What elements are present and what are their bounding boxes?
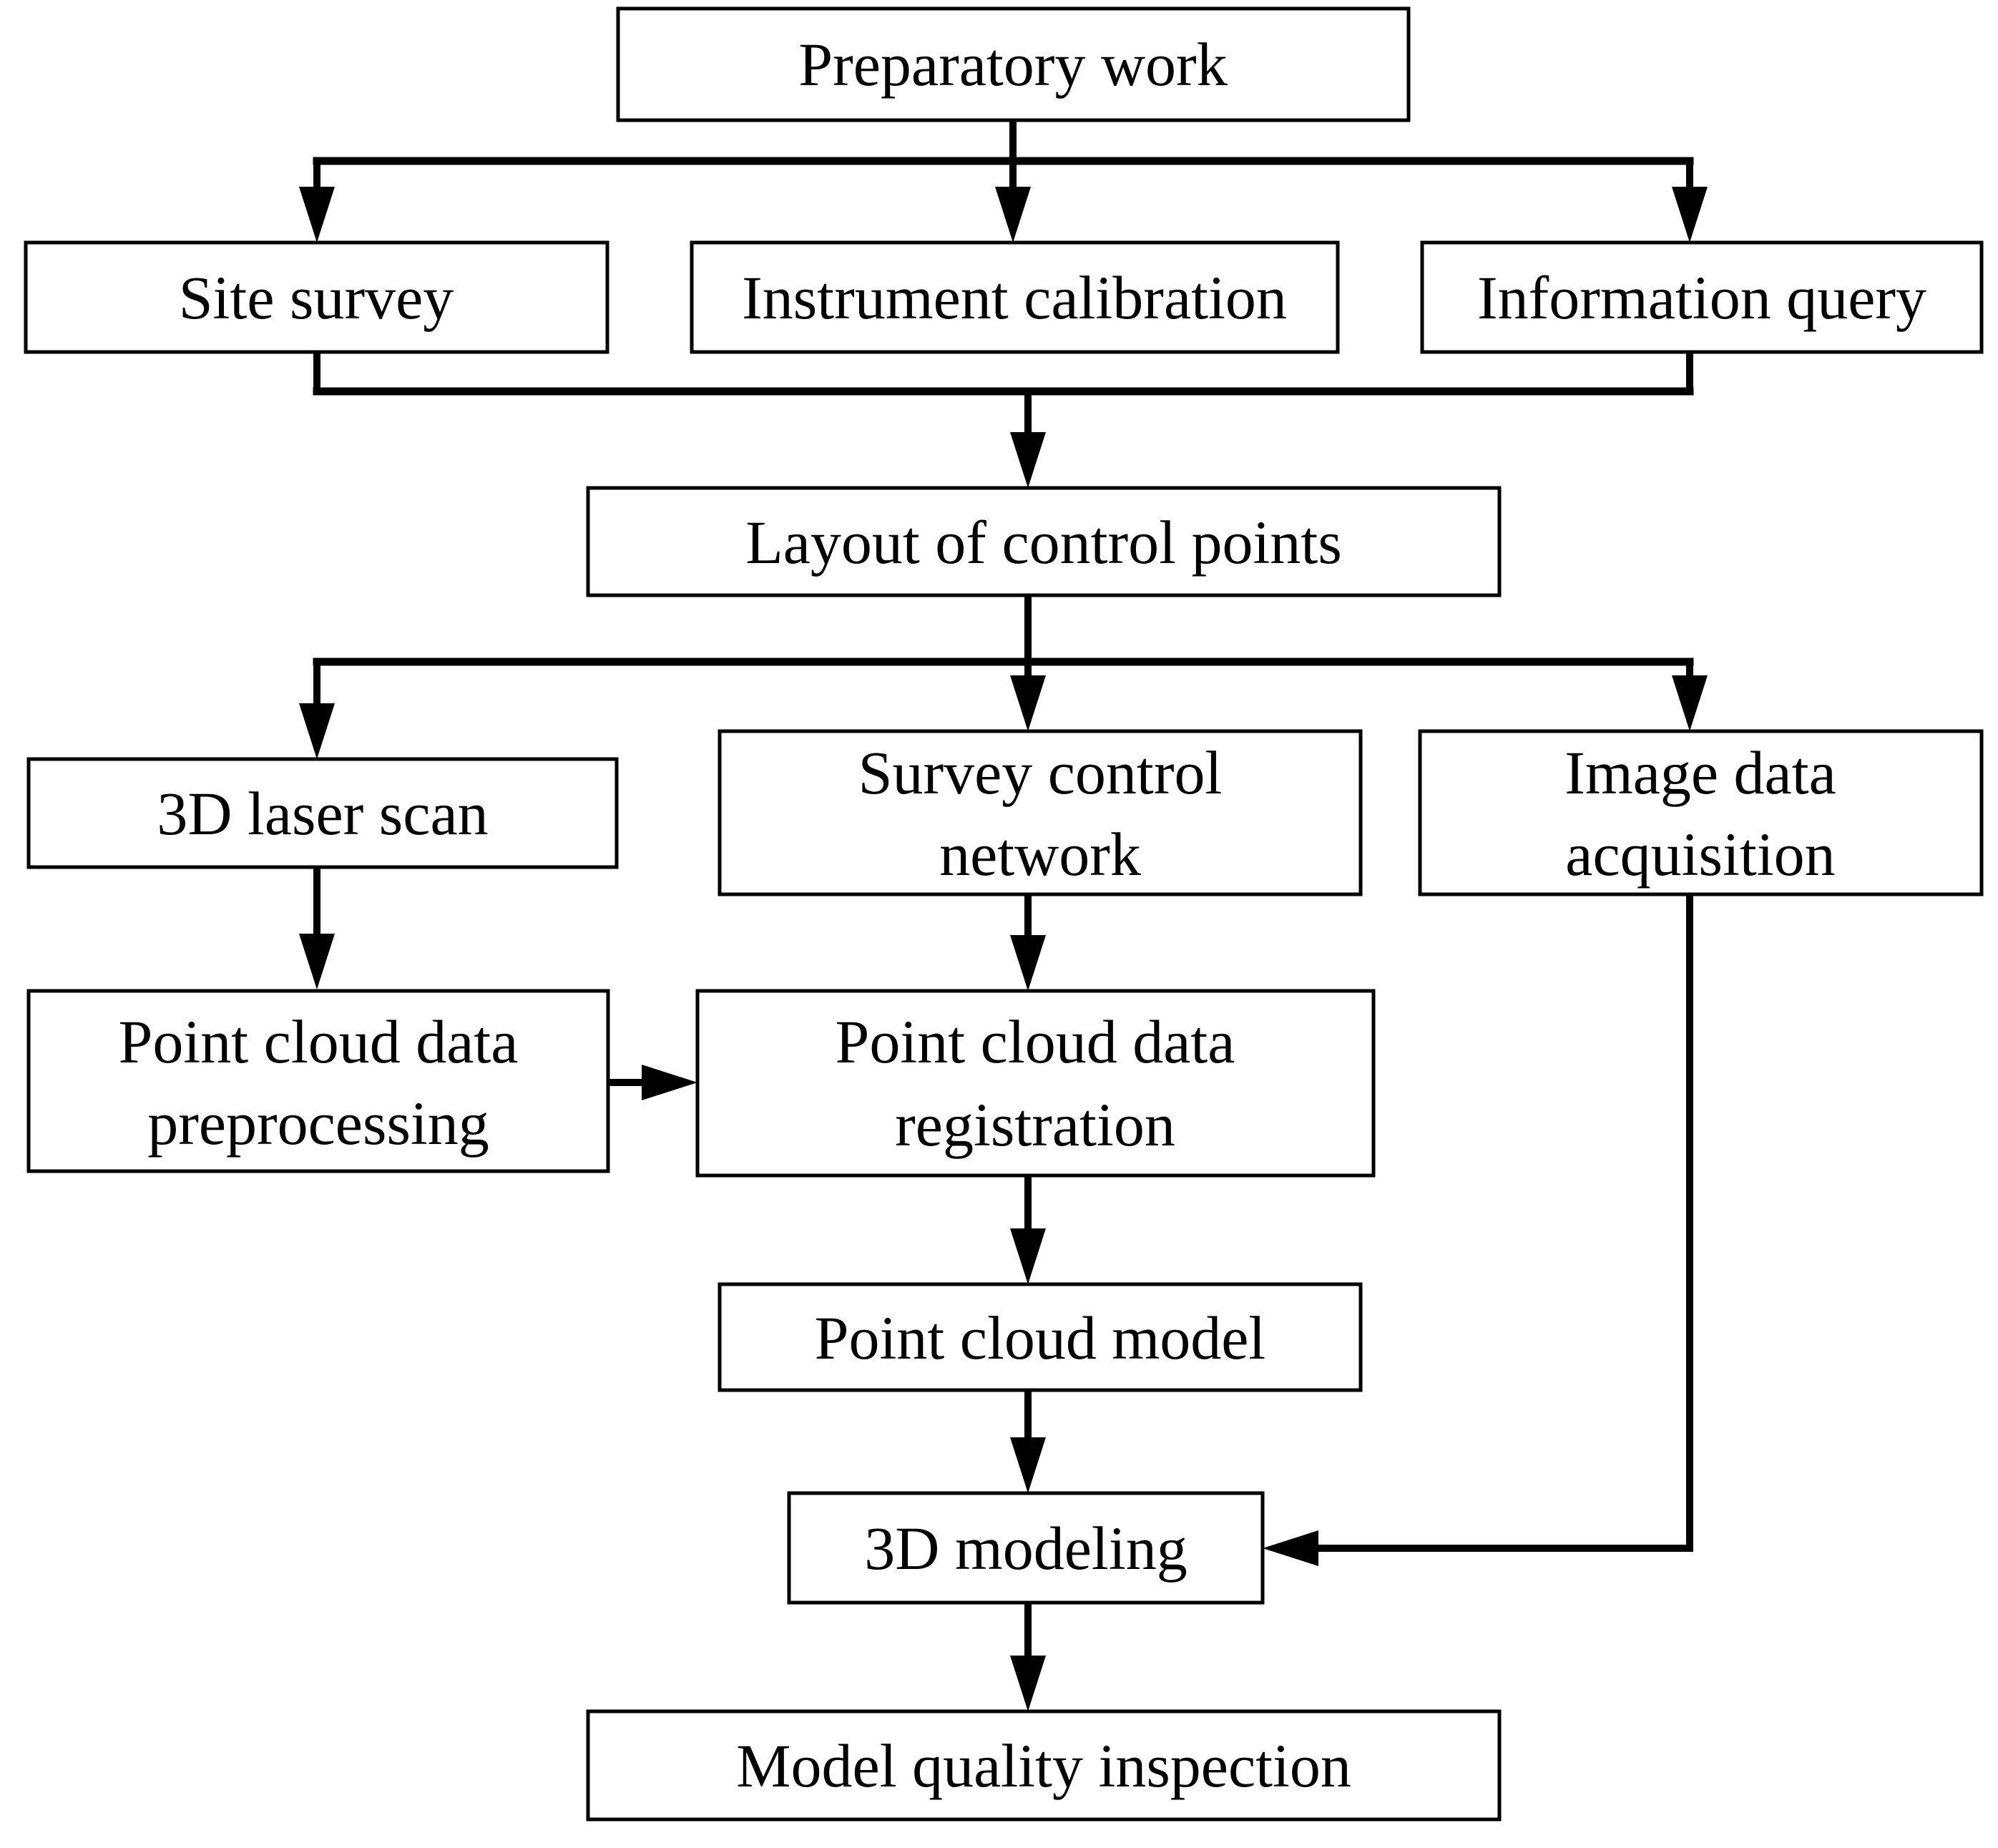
node-label-survey-control-network-line2: network <box>939 820 1141 889</box>
node-3d-laser-scan: 3D laser scan <box>26 757 619 869</box>
node-model-quality-inspection: Model quality inspection <box>586 1709 1502 1822</box>
node-box-preparatory-work <box>616 6 1411 122</box>
arrowhead-registration-left <box>642 1065 697 1100</box>
node-label-3d-modeling: 3D modeling <box>864 1514 1187 1583</box>
arrowhead-3dmodeling-top <box>1010 1437 1046 1493</box>
node-box-model-quality-inspection <box>586 1709 1502 1822</box>
edge-network-to-registration <box>1010 891 1046 991</box>
node-box-image-data-acquisition <box>1418 729 1984 896</box>
arrowhead-inspection <box>1010 1656 1046 1711</box>
node-box-3d-laser-scan <box>26 757 619 869</box>
edge-registration-to-model <box>1010 1172 1046 1284</box>
node-label-instrument-calibration: Instrument calibration <box>742 263 1287 332</box>
node-box-survey-control-network <box>718 729 1363 896</box>
node-preparatory-work: Preparatory work <box>616 6 1411 122</box>
node-label-information-query: Information query <box>1477 263 1926 332</box>
node-box-point-cloud-model <box>718 1282 1363 1392</box>
node-image-data-acquisition: Image data acquisition <box>1418 729 1984 896</box>
node-label-survey-control-network-line1: Survey control <box>858 738 1223 807</box>
node-point-cloud-model: Point cloud model <box>718 1282 1363 1392</box>
node-label-point-cloud-registration-line1: Point cloud data <box>836 1007 1235 1076</box>
edge-layout-fanout <box>299 592 1708 759</box>
node-box-site-survey <box>24 240 609 354</box>
edge-line-imagedata-3dmodeling <box>1313 891 1693 1552</box>
edge-row2-merge <box>313 348 1694 488</box>
node-label-point-cloud-preprocessing-line1: Point cloud data <box>119 1007 519 1076</box>
arrowhead-registration-top <box>1010 935 1046 991</box>
node-point-cloud-registration: Point cloud data registration <box>695 989 1376 1178</box>
node-box-instrument-calibration <box>690 240 1340 354</box>
arrowhead-information-query <box>1672 187 1708 243</box>
node-label-point-cloud-model: Point cloud model <box>815 1304 1266 1372</box>
node-label-3d-laser-scan: 3D laser scan <box>157 779 488 848</box>
node-box-layout-of-control-points <box>586 486 1502 597</box>
edge-model-to-3dmodeling <box>1010 1387 1046 1493</box>
node-point-cloud-preprocessing: Point cloud data preprocessing <box>26 989 610 1173</box>
arrowhead-point-cloud-model <box>1010 1228 1046 1284</box>
node-label-point-cloud-preprocessing-line2: preprocessing <box>147 1089 489 1158</box>
arrowhead-site-survey <box>299 187 335 243</box>
node-box-point-cloud-preprocessing <box>26 989 610 1173</box>
node-label-point-cloud-registration-line2: registration <box>895 1090 1175 1159</box>
node-box-information-query <box>1420 240 1984 354</box>
node-label-image-data-acquisition-line2: acquisition <box>1565 820 1835 889</box>
arrowhead-preprocessing <box>299 934 335 989</box>
node-layout-of-control-points: Layout of control points <box>586 486 1502 597</box>
node-box-point-cloud-registration <box>695 989 1376 1178</box>
arrowhead-image-acquisition <box>1672 675 1708 731</box>
arrowhead-laser-scan <box>299 703 335 759</box>
node-instrument-calibration: Instrument calibration <box>690 240 1340 354</box>
arrowhead-survey-network <box>1010 675 1046 731</box>
arrowhead-3dmodeling-right <box>1263 1530 1318 1566</box>
node-site-survey: Site survey <box>24 240 609 354</box>
node-label-image-data-acquisition-line1: Image data <box>1564 738 1836 807</box>
edge-preprocessing-to-registration <box>604 1065 697 1100</box>
node-survey-control-network: Survey control network <box>718 729 1363 896</box>
node-box-3d-modeling <box>787 1491 1265 1605</box>
edge-preparatory-fanout <box>299 117 1708 243</box>
node-label-model-quality-inspection: Model quality inspection <box>736 1731 1351 1800</box>
node-label-site-survey: Site survey <box>179 263 454 332</box>
node-label-preparatory-work: Preparatory work <box>798 30 1227 99</box>
edge-3dmodeling-to-inspection <box>1010 1599 1046 1711</box>
arrowhead-layout <box>1010 432 1046 488</box>
node-label-layout-of-control-points: Layout of control points <box>745 508 1342 577</box>
edge-imagedata-to-3dmodeling <box>1263 891 1693 1566</box>
node-3d-modeling: 3D modeling <box>787 1491 1265 1605</box>
node-information-query: Information query <box>1420 240 1984 354</box>
arrowhead-instrument-calibration <box>995 187 1031 243</box>
edge-laser-to-preprocessing <box>299 864 335 989</box>
